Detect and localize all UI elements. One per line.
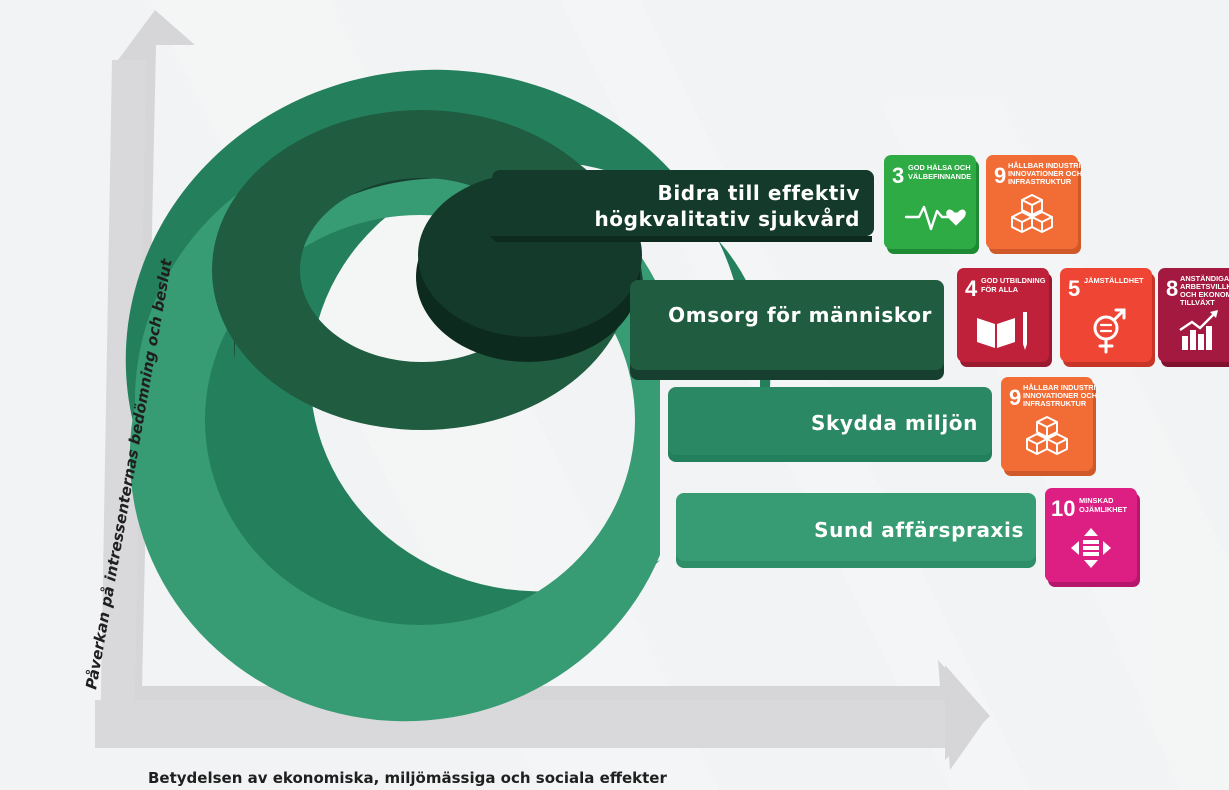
tile-text: INNOVATIONER OCH <box>1023 391 1097 400</box>
banner-shadow <box>490 236 872 242</box>
sdg-tile-8: 8 ANSTÄNDIGA ARBETSVILLKOR OCH EKONOMISK… <box>1158 268 1229 367</box>
tile-text: GOD HÄLSA OCH <box>908 163 971 172</box>
banner-face <box>492 170 874 236</box>
sdg-tile-10: 10 MINSKAD OJÄMLIKHET <box>1045 488 1140 587</box>
ring-outer-face <box>129 135 660 722</box>
cubes-icon <box>1011 194 1053 233</box>
sdg-tile-4: 4 GOD UTBILDNING FÖR ALLA <box>957 268 1052 367</box>
tile-number: 9 <box>1009 385 1021 410</box>
topic-banner-2: Omsorg för människor <box>630 280 944 380</box>
tile-face <box>986 155 1078 249</box>
topic-label-4: Sund affärspraxis <box>814 518 1024 542</box>
x-axis-head <box>945 665 990 760</box>
tile-face <box>1060 268 1152 362</box>
growth-chart-icon <box>1179 310 1218 350</box>
sdg-tile-3: 3 GOD HÄLSA OCH VÄLBEFINNANDE <box>884 155 979 254</box>
tile-text: OJÄMLIKHET <box>1079 505 1128 514</box>
banner-face <box>668 387 992 455</box>
book-pencil-icon <box>977 312 1027 350</box>
cubes-icon <box>1026 416 1068 455</box>
tile-text: VÄLBEFINNANDE <box>908 172 971 181</box>
topic-banner-3: Skydda miljön <box>668 387 992 462</box>
sdg-tile-9b: 9 HÅLLBAR INDUSTRI, INNOVATIONER OCH INF… <box>1001 377 1098 476</box>
heartbeat-icon <box>904 205 966 231</box>
tile-text: INNOVATIONER OCH <box>1008 169 1082 178</box>
tile-text: ANSTÄNDIGA <box>1180 274 1229 283</box>
banner-face <box>676 493 1036 561</box>
topic-label-1a: Bidra till effektiv <box>657 181 860 205</box>
sdg-tile-5: 5 JÄMSTÄLLDHET <box>1060 268 1155 367</box>
x-axis-shaft <box>95 700 960 748</box>
tile-number: 5 <box>1068 276 1080 301</box>
tile-text: GOD UTBILDNING <box>981 276 1046 285</box>
tile-text: HÅLLBAR INDUSTRI, <box>1023 383 1098 392</box>
tile-text: INFRASTRUKTUR <box>1008 177 1072 186</box>
topic-banner-4: Sund affärspraxis <box>676 493 1036 568</box>
gender-equality-icon <box>1093 308 1126 354</box>
tile-face <box>884 155 976 249</box>
tile-number: 10 <box>1051 496 1075 521</box>
topic-banner-1: Bidra till effektiv högkvalitativ sjukvå… <box>490 170 874 242</box>
tile-text: TILLVÄXT <box>1180 298 1215 307</box>
tile-number: 8 <box>1166 276 1178 301</box>
tile-number: 3 <box>892 163 904 188</box>
x-axis-label: Betydelsen av ekonomiska, miljömässiga o… <box>148 769 667 787</box>
topic-label-1b: högkvalitativ sjukvård <box>594 207 860 231</box>
tile-text: MINSKAD <box>1079 496 1114 505</box>
tile-text: OCH EKONOMISK <box>1180 290 1229 299</box>
tile-number: 9 <box>994 163 1006 188</box>
tile-text: FÖR ALLA <box>981 285 1019 294</box>
topic-label-3: Skydda miljön <box>811 411 978 435</box>
sdg-tile-9: 9 HÅLLBAR INDUSTRI, INNOVATIONER OCH INF… <box>986 155 1083 254</box>
tile-text: JÄMSTÄLLDHET <box>1084 276 1144 285</box>
y-axis-shaft <box>100 60 146 748</box>
tile-text: ARBETSVILLKOR <box>1180 282 1229 291</box>
banner-face <box>630 280 944 370</box>
tile-text: INFRASTRUKTUR <box>1023 399 1087 408</box>
tile-text: HÅLLBAR INDUSTRI, <box>1008 161 1083 170</box>
tile-number: 4 <box>965 276 978 301</box>
equality-arrows-icon <box>1071 528 1111 568</box>
topic-label-2: Omsorg för människor <box>668 303 932 327</box>
tile-face <box>1001 377 1093 471</box>
